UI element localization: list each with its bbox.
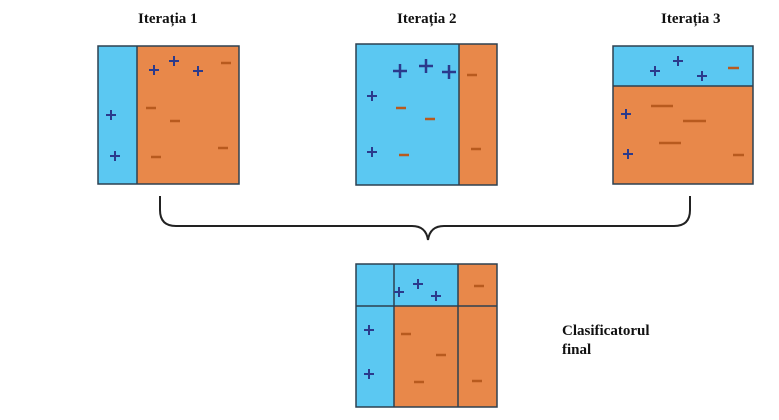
plus-sign xyxy=(431,291,441,301)
iteration-2-title: Iterația 2 xyxy=(397,11,457,27)
plus-sign xyxy=(364,369,374,379)
box-border xyxy=(97,45,240,185)
plus-sign xyxy=(367,91,377,101)
plus-marks xyxy=(364,279,441,379)
plus-sign xyxy=(364,325,374,335)
plus-sign xyxy=(419,59,433,73)
plus-sign xyxy=(623,149,633,159)
iteration-1-title: Iterația 1 xyxy=(138,11,198,27)
box-border xyxy=(355,43,498,186)
positive-region xyxy=(613,46,753,86)
positive-region xyxy=(98,46,137,184)
minus-marks xyxy=(396,73,481,157)
plus-sign xyxy=(673,56,683,66)
brace-connector xyxy=(159,196,691,241)
iteration-3-box xyxy=(612,45,754,185)
plus-sign xyxy=(393,64,407,78)
iteration-1-box xyxy=(97,45,240,185)
plus-sign xyxy=(169,56,179,66)
plus-sign xyxy=(697,71,707,81)
box-border xyxy=(612,45,754,185)
minus-marks xyxy=(401,284,484,384)
final-label-line-2: final xyxy=(562,342,592,358)
plus-marks xyxy=(621,56,707,159)
final-classifier-label: Clasificatorul final xyxy=(562,322,650,360)
final-label-line-1: Clasificatorul xyxy=(562,323,650,339)
iteration-2-box xyxy=(355,43,498,186)
plus-sign xyxy=(650,66,660,76)
plus-marks xyxy=(367,91,377,157)
negative-region xyxy=(394,306,497,407)
plus-sign xyxy=(394,287,404,297)
plus-sign xyxy=(106,110,116,120)
minus-marks xyxy=(146,61,231,159)
plus-sign xyxy=(367,147,377,157)
final-classifier-box xyxy=(355,263,498,408)
box-border xyxy=(355,263,498,408)
plus-sign xyxy=(442,65,456,79)
plus-sign xyxy=(621,109,631,119)
negative-region xyxy=(459,44,497,185)
iteration-3-title: Iterația 3 xyxy=(661,11,721,27)
plus-marks xyxy=(106,56,203,161)
minus-marks xyxy=(651,66,744,157)
plus-sign xyxy=(149,65,159,75)
plus-sign xyxy=(193,66,203,76)
plus-sign xyxy=(110,151,120,161)
plus-sign xyxy=(413,279,423,289)
plus-marks xyxy=(393,59,456,79)
